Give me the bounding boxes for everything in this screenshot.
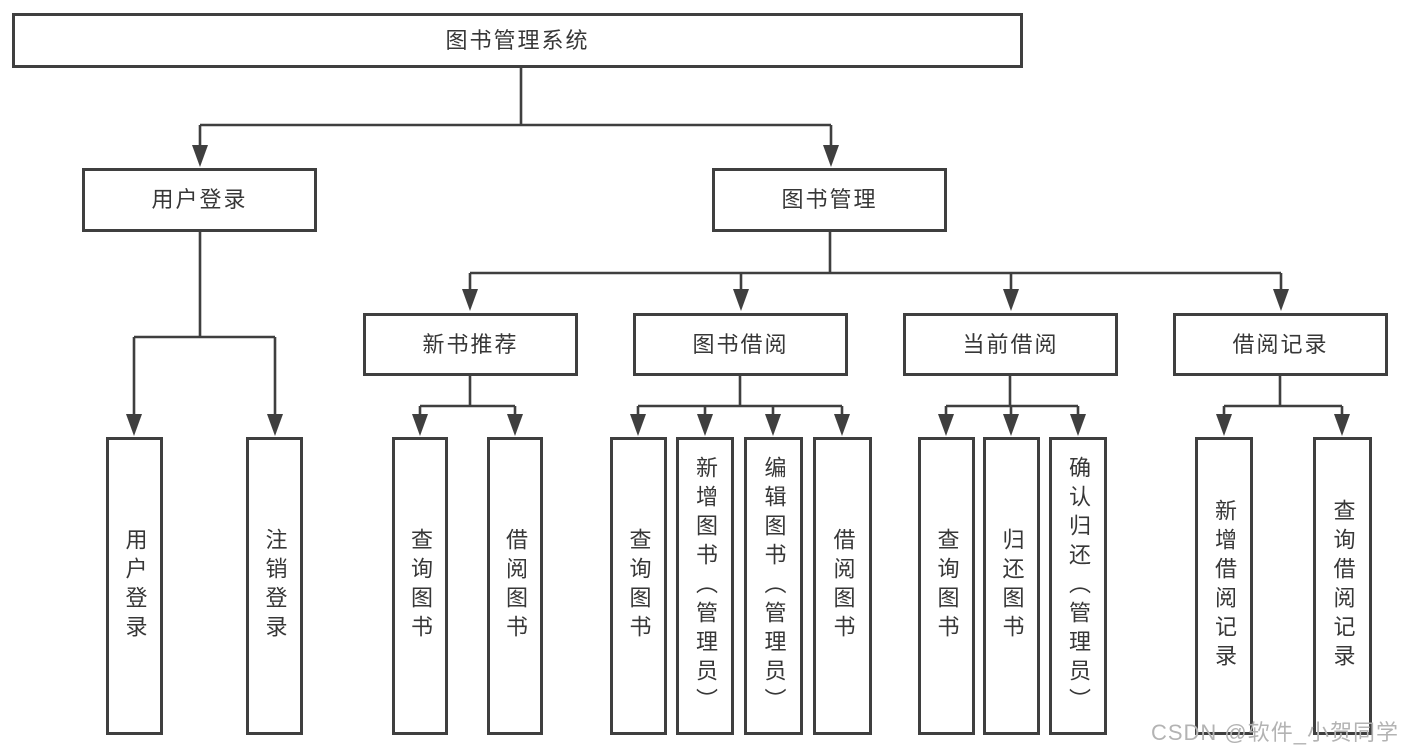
node-query-books-borrowing: 查询图书	[610, 437, 667, 735]
node-user-login: 用户登录	[106, 437, 163, 735]
node-borrow-books-recommend: 借阅图书	[487, 437, 543, 735]
node-logout-login: 注销登录	[246, 437, 303, 735]
arrowhead	[697, 414, 713, 436]
node-library-management-system: 图书管理系统	[12, 13, 1023, 68]
node-return-books: 归还图书	[983, 437, 1040, 735]
arrowhead	[1273, 289, 1289, 311]
node-borrow-books-borrowing: 借阅图书	[813, 437, 872, 735]
node-label: 图书管理系统	[445, 27, 590, 53]
arrowhead	[412, 414, 428, 436]
node-label: 编辑图书（管理员）	[761, 455, 787, 717]
arrowhead	[1216, 414, 1232, 436]
watermark-text: CSDN @软件_小贺同学	[1150, 720, 1399, 745]
arrowhead	[630, 414, 646, 436]
node-label: 借阅图书	[503, 528, 528, 644]
node-add-borrow-record: 新增借阅记录	[1195, 437, 1253, 735]
node-query-books-current: 查询图书	[918, 437, 975, 735]
node-new-book-recommendation: 新书推荐	[363, 313, 578, 376]
node-label: 用户登录	[122, 528, 148, 644]
node-query-borrow-record: 查询借阅记录	[1313, 437, 1372, 735]
node-label: 确认归还（管理员）	[1066, 455, 1091, 717]
arrowhead	[462, 289, 478, 311]
node-label: 注销登录	[262, 528, 288, 644]
node-edit-books-admin: 编辑图书（管理员）	[744, 437, 803, 735]
node-label: 借阅图书	[830, 528, 856, 644]
arrowhead	[1003, 414, 1019, 436]
node-label: 当前借阅	[962, 331, 1059, 357]
node-user-login-branch: 用户登录	[82, 168, 317, 232]
node-label: 图书借阅	[692, 331, 789, 357]
node-label: 新增借阅记录	[1212, 499, 1237, 673]
arrowhead	[823, 145, 839, 167]
node-book-management: 图书管理	[712, 168, 947, 232]
arrowhead	[834, 414, 850, 436]
arrowhead	[765, 414, 781, 436]
node-label: 查询借阅记录	[1330, 499, 1356, 673]
arrowhead	[1334, 414, 1350, 436]
node-label: 查询图书	[408, 528, 433, 644]
node-label: 归还图书	[999, 528, 1025, 644]
node-book-borrowing: 图书借阅	[633, 313, 848, 376]
arrowhead	[126, 414, 142, 436]
node-label: 图书管理	[781, 187, 878, 212]
node-add-books-admin: 新增图书（管理员）	[676, 437, 734, 735]
node-label: 借阅记录	[1232, 331, 1329, 357]
node-label: 查询图书	[934, 528, 960, 644]
node-label: 新增图书（管理员）	[693, 455, 718, 717]
arrowhead	[267, 414, 283, 436]
node-confirm-return-admin: 确认归还（管理员）	[1049, 437, 1107, 735]
node-borrowing-records: 借阅记录	[1173, 313, 1388, 376]
node-label: 用户登录	[151, 187, 248, 212]
arrowhead	[192, 145, 208, 167]
arrowhead	[938, 414, 954, 436]
arrowhead	[1070, 414, 1086, 436]
node-current-borrowing: 当前借阅	[903, 313, 1118, 376]
arrowhead	[507, 414, 523, 436]
arrowhead	[733, 289, 749, 311]
node-label: 查询图书	[626, 528, 652, 644]
node-query-books-recommend: 查询图书	[392, 437, 448, 735]
node-label: 新书推荐	[422, 331, 519, 357]
arrowhead	[1003, 289, 1019, 311]
